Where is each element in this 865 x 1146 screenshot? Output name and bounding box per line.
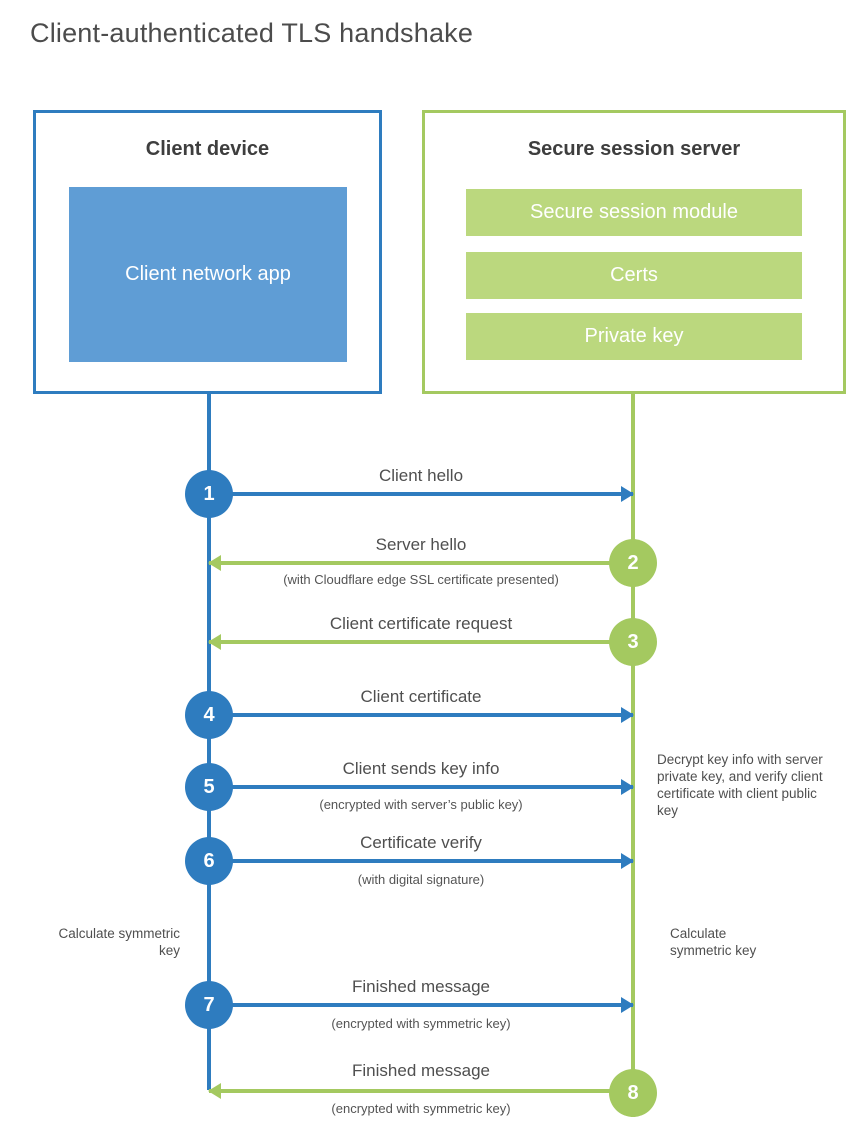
arrow-left-icon (208, 1083, 633, 1099)
message-label: Finished message (352, 977, 490, 996)
client-lifeline (207, 392, 211, 1090)
step-circle-1: 1 (185, 470, 233, 518)
calculate-symmetric-key-note-client: Calculate symmetric key (58, 926, 180, 958)
message-sublabel: (encrypted with symmetric key) (331, 1101, 511, 1116)
message-label: Server hello (375, 535, 467, 554)
message-label: Finished message (352, 1061, 490, 1080)
step-circle-8: 8 (609, 1069, 657, 1117)
step-circle-2: 2 (609, 539, 657, 587)
message-label: Certificate verify (360, 833, 482, 852)
arrow-right-icon (209, 853, 634, 869)
step-circle-6: 6 (185, 837, 233, 885)
message-sublabel: (encrypted with symmetric key) (331, 1016, 511, 1031)
secure-session-server-title: Secure session server (527, 138, 741, 160)
secure-session-module-bar: Secure session module (466, 189, 802, 236)
calculate-symmetric-key-note-server: Calculate symmetric key (670, 926, 757, 958)
client-device-title: Client device (145, 138, 270, 160)
arrow-left-icon (208, 555, 633, 571)
decrypt-key-info-note: Decrypt key info with server private key… (657, 752, 823, 818)
client-device-box: Client device Client network app (33, 110, 382, 394)
certs-bar: Certs (466, 252, 802, 299)
client-network-app-box: Client network app (69, 187, 347, 362)
message-label: Client hello (378, 466, 464, 485)
arrow-right-icon (209, 707, 634, 723)
arrow-right-icon (209, 486, 634, 502)
server-lifeline (631, 392, 635, 1117)
client-network-app-label: Client network app (125, 263, 291, 285)
page-title: Client-authenticated TLS handshake (30, 18, 474, 48)
step-circle-5: 5 (185, 763, 233, 811)
arrow-right-icon (209, 779, 634, 795)
message-label: Client sends key info (342, 759, 500, 778)
message-sublabel: (with digital signature) (357, 872, 485, 887)
message-label: Client certificate (360, 687, 482, 706)
secure-session-server-box: Secure session server Secure session mod… (422, 110, 846, 394)
message-label: Client certificate request (329, 614, 513, 633)
step-circle-7: 7 (185, 981, 233, 1029)
arrow-right-icon (209, 997, 634, 1013)
private-key-bar: Private key (466, 313, 802, 360)
arrow-left-icon (208, 634, 633, 650)
message-sublabel: (with Cloudflare edge SSL certificate pr… (283, 572, 559, 587)
message-sublabel: (encrypted with server’s public key) (319, 797, 523, 812)
step-circle-4: 4 (185, 691, 233, 739)
step-circle-3: 3 (609, 618, 657, 666)
